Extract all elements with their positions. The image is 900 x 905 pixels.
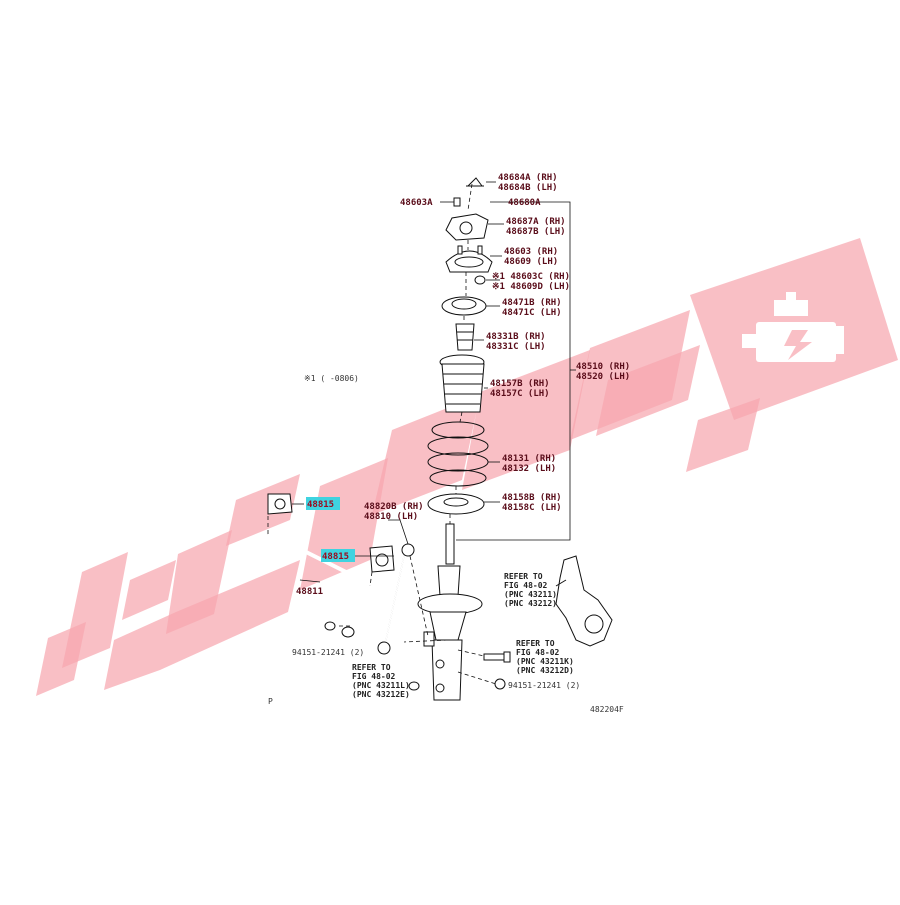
watermark-logo (36, 238, 898, 696)
upper-support-mount[interactable] (445, 245, 493, 273)
svg-text:48157B (RH): 48157B (RH) (490, 379, 550, 389)
callout-48815-upper[interactable]: 48815 (307, 500, 334, 510)
svg-text:48331C (LH): 48331C (LH) (486, 342, 546, 352)
strut-bolt[interactable] (483, 651, 511, 663)
highlights (306, 497, 355, 562)
svg-text:48331B (RH): 48331B (RH) (486, 332, 546, 342)
stabilizer-bushing-lower[interactable] (369, 545, 395, 573)
svg-text:REFER TO: REFER TO (516, 639, 555, 648)
assembly-lines (267, 183, 497, 685)
svg-text:(PNC 43211K): (PNC 43211K) (516, 657, 574, 666)
callout-94151-link: 94151-21241 (2) (292, 648, 364, 657)
svg-text:REFER TO: REFER TO (352, 663, 391, 672)
svg-text:(PNC 43211L): (PNC 43211L) (352, 681, 410, 690)
callout-48131: 48131 (RH) 48132 (LH) (502, 454, 556, 474)
bracket-48510 (456, 201, 576, 541)
callout-48820: 48820B (RH) 48810 (LH) (364, 502, 424, 522)
svg-text:48158C (LH): 48158C (LH) (502, 503, 562, 513)
svg-text:(PNC 43211): (PNC 43211) (504, 590, 557, 599)
stabilizer-link[interactable] (341, 543, 415, 655)
leader-lines (292, 181, 504, 583)
svg-text:48157C (LH): 48157C (LH) (490, 389, 550, 399)
strut-top-cap[interactable] (466, 177, 484, 187)
svg-text:48510 (RH): 48510 (RH) (576, 362, 630, 372)
nut-48603c[interactable] (474, 275, 486, 285)
svg-text:48820B (RH): 48820B (RH) (364, 502, 424, 512)
callout-48510: 48510 (RH) 48520 (LH) (576, 362, 630, 382)
figure-code: 482204F (590, 705, 624, 714)
svg-text:※1 48609D (LH): ※1 48609D (LH) (492, 282, 570, 292)
callout-94151-strut: 94151-21241 (2) (508, 681, 580, 690)
svg-text:48810 (LH): 48810 (LH) (364, 512, 418, 522)
nut-94151-link[interactable] (324, 621, 336, 631)
svg-text:(PNC 43212D): (PNC 43212D) (516, 666, 574, 675)
svg-text:(PNC 43212E): (PNC 43212E) (352, 690, 410, 699)
callout-48684: 48684A (RH) 48684B (LH) (498, 173, 558, 193)
svg-text:FIG 48-02: FIG 48-02 (352, 672, 396, 681)
stabilizer-bar[interactable] (267, 532, 375, 633)
callout-48471: 48471B (RH) 48471C (LH) (502, 298, 562, 318)
svg-text:48158B (RH): 48158B (RH) (502, 493, 562, 503)
p-mark: P (268, 697, 273, 706)
spring-lower-seat[interactable] (427, 493, 485, 515)
strut-bearing[interactable] (441, 296, 487, 316)
nut-strut-lower[interactable] (408, 681, 420, 691)
callout-48157: 48157B (RH) 48157C (LH) (490, 379, 550, 399)
svg-text:48687A (RH): 48687A (RH) (506, 217, 566, 227)
callout-48603: 48603 (RH) 48609 (LH) (504, 247, 558, 267)
bump-stop[interactable] (455, 323, 475, 351)
svg-text:(PNC 43212): (PNC 43212) (504, 599, 557, 608)
callout-48680a: 48680A (508, 198, 541, 208)
highlight-48815-lower (321, 549, 355, 562)
svg-text:48131 (RH): 48131 (RH) (502, 454, 556, 464)
svg-text:48132 (LH): 48132 (LH) (502, 464, 556, 474)
svg-text:FIG 48-02: FIG 48-02 (504, 581, 548, 590)
svg-text:48609 (LH): 48609 (LH) (504, 257, 558, 267)
callout-48815-lower[interactable]: 48815 (322, 552, 349, 562)
nut-48603a[interactable] (440, 197, 461, 207)
refer-fig-knuckle[interactable]: REFER TO FIG 48-02 (PNC 43211) (PNC 4321… (504, 572, 557, 608)
strut-mount-plate[interactable] (445, 213, 489, 241)
svg-text:48687B (LH): 48687B (LH) (506, 227, 566, 237)
callout-48158: 48158B (RH) 48158C (LH) (502, 493, 562, 513)
callout-48603c: ※1 48603C (RH) ※1 48609D (LH) (492, 272, 570, 292)
callout-48811: 48811 (296, 587, 323, 597)
svg-text:REFER TO: REFER TO (504, 572, 543, 581)
shock-absorber-strut[interactable] (417, 523, 483, 701)
svg-text:48603 (RH): 48603 (RH) (504, 247, 558, 257)
svg-text:FIG 48-02: FIG 48-02 (516, 648, 560, 657)
steering-knuckle[interactable] (555, 555, 613, 647)
highlight-48815-upper (306, 497, 340, 510)
svg-text:48471B (RH): 48471B (RH) (502, 298, 562, 308)
svg-text:48684A (RH): 48684A (RH) (498, 173, 558, 183)
callout-48331: 48331B (RH) 48331C (LH) (486, 332, 546, 352)
callout-48603a: 48603A (400, 198, 433, 208)
svg-text:48520 (LH): 48520 (LH) (576, 372, 630, 382)
svg-text:48471C (LH): 48471C (LH) (502, 308, 562, 318)
callout-48687: 48687A (RH) 48687B (LH) (506, 217, 566, 237)
dust-boot[interactable] (439, 354, 485, 413)
svg-text:※1 48603C (RH): ※1 48603C (RH) (492, 272, 570, 282)
nut-94151-strut[interactable] (494, 678, 506, 690)
note-range: ※1 ( -0806) (304, 374, 359, 383)
stabilizer-bushing-upper[interactable] (267, 493, 293, 515)
refer-fig-bolt[interactable]: REFER TO FIG 48-02 (PNC 43211K) (PNC 432… (516, 639, 574, 675)
svg-text:48684B (LH): 48684B (LH) (498, 183, 558, 193)
refer-fig-nut[interactable]: REFER TO FIG 48-02 (PNC 43211L) (PNC 432… (352, 663, 410, 699)
